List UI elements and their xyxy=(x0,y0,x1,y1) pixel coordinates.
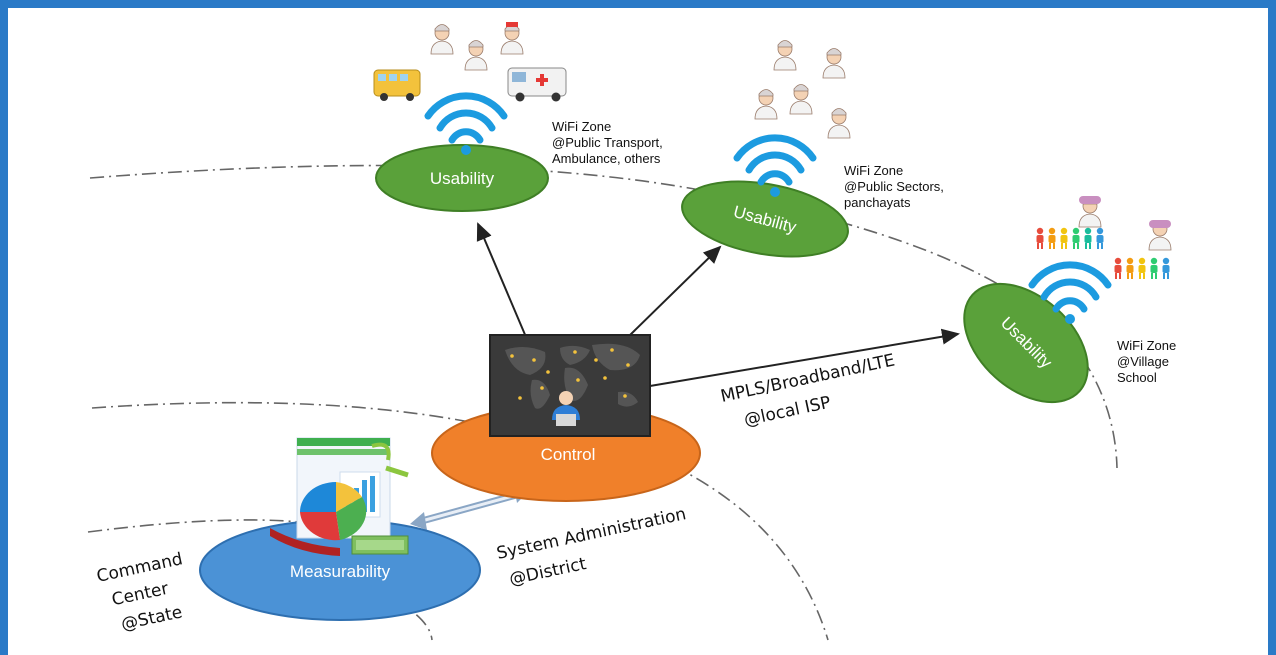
network-label: MPLS/Broadband/LTE @local ISP xyxy=(719,350,897,430)
sysadmin-line1: System Administration xyxy=(495,504,688,564)
sysadmin-label: System Administration @District xyxy=(495,504,688,590)
zone-2-caption: WiFi Zone @Public Sectors, panchayats xyxy=(844,163,944,210)
zone-1-line2: @Public Transport, xyxy=(552,135,663,150)
family-icon xyxy=(1114,220,1172,279)
command-center-label: Command Center @State xyxy=(95,549,185,635)
world-map-monitor-icon xyxy=(489,334,651,437)
nurse-icon xyxy=(500,22,524,55)
person-icon xyxy=(773,40,797,71)
control-label: Control xyxy=(541,445,596,464)
zone-1-line1: WiFi Zone xyxy=(552,119,611,134)
zone-2-line3: panchayats xyxy=(844,195,911,210)
zone-3-line3: School xyxy=(1117,370,1157,385)
usability-1-label: Usability xyxy=(430,169,495,188)
zone-1-line3: Ambulance, others xyxy=(552,151,661,166)
wifi-icon xyxy=(1028,261,1112,324)
person-icon xyxy=(822,48,846,79)
person-icon xyxy=(430,24,454,55)
zone-2-line2: @Public Sectors, xyxy=(844,179,944,194)
zone-3-line2: @Village xyxy=(1117,354,1169,369)
family-icon xyxy=(1036,196,1104,249)
zone-3-line1: WiFi Zone xyxy=(1117,338,1176,353)
ambulance-icon xyxy=(507,67,567,102)
measurability-node[interactable]: Measurability xyxy=(199,519,481,621)
person-icon xyxy=(464,40,488,71)
usability-node-3[interactable]: Usability xyxy=(942,261,1111,426)
zone-1-caption: WiFi Zone @Public Transport, Ambulance, … xyxy=(552,119,663,166)
analytics-chart-icon xyxy=(270,437,409,556)
connection-arrows xyxy=(476,222,960,387)
measurability-label: Measurability xyxy=(290,562,391,581)
zone-3-caption: WiFi Zone @Village School xyxy=(1117,338,1176,385)
wifi-icon xyxy=(424,92,508,155)
person-icon xyxy=(789,84,813,115)
school-bus-icon xyxy=(373,69,421,101)
zone-2-line1: WiFi Zone xyxy=(844,163,903,178)
usability-node-1[interactable]: Usability xyxy=(375,144,549,212)
usability-node-2[interactable]: Usability xyxy=(676,170,854,268)
person-icon xyxy=(754,89,778,120)
command-line3: @State xyxy=(119,602,184,634)
person-icon xyxy=(827,108,851,139)
wifi-icon xyxy=(733,134,817,197)
command-line1: Command xyxy=(95,549,185,587)
